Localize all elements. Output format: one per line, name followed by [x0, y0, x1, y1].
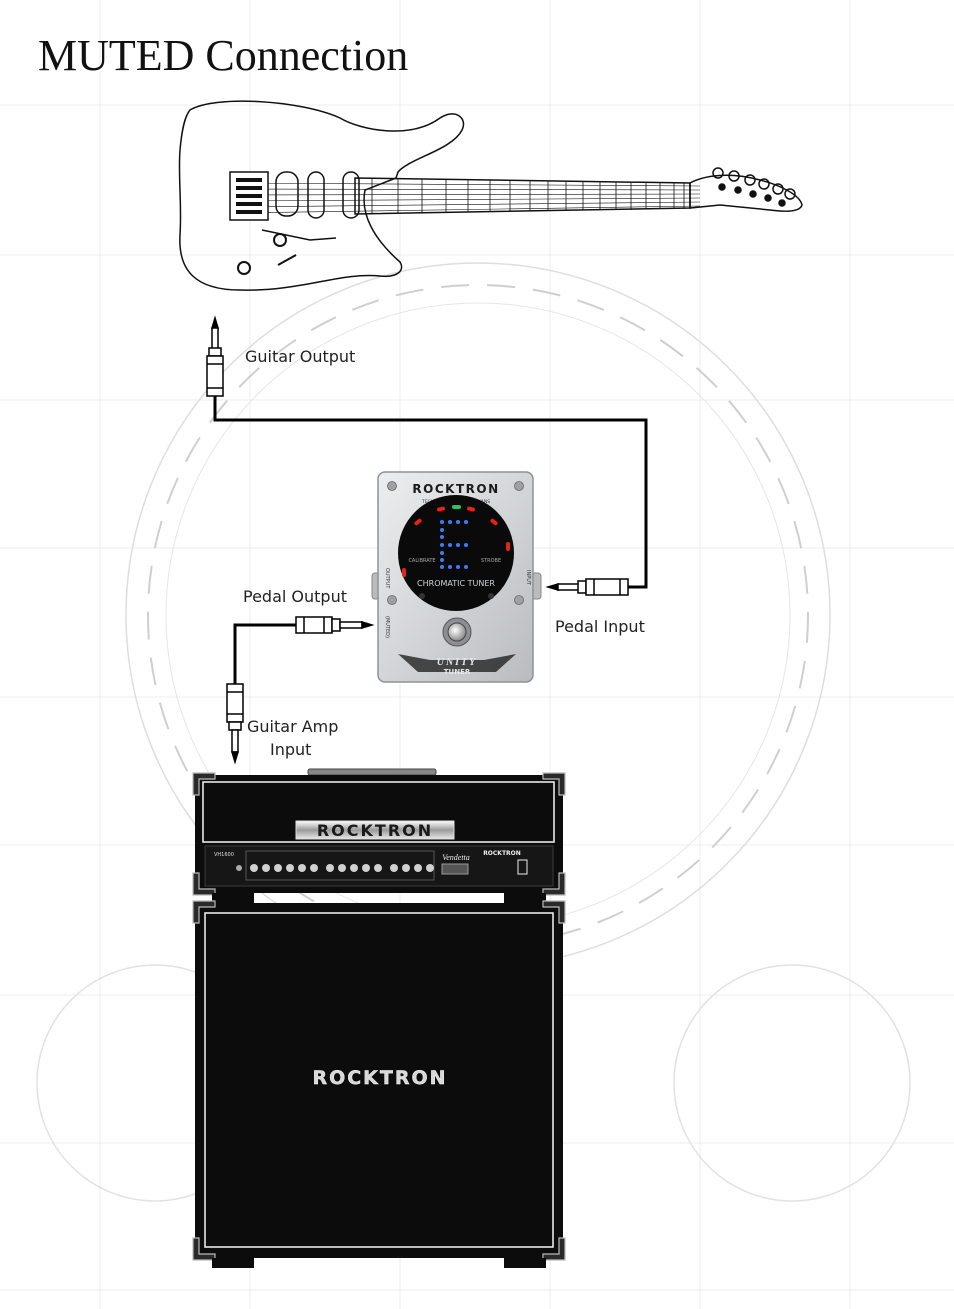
strobe-button[interactable] [488, 593, 494, 599]
tuner-pedal: ROCKTRON TECHNOLOGY FOR MUSICIANS CALIBR… [371, 471, 542, 683]
amp-panel-brand: ROCKTRON [483, 850, 521, 857]
guitar-output-label: Guitar Output [245, 347, 355, 366]
pedal-logo-tuner: TUNER [444, 668, 471, 676]
pedal-logo-unity: UNITY [437, 657, 478, 668]
pedal-output-plug [295, 616, 375, 634]
strobe-label: STROBE [481, 558, 501, 564]
amp-head-badge [295, 820, 455, 840]
amp-script-logo: Vendetta [442, 853, 470, 862]
pedal-output-jack-label: OUTPUT [384, 568, 390, 589]
pedal-output-label: Pedal Output [243, 587, 347, 606]
tuner-led-arc [402, 505, 510, 577]
pedal-brand: ROCKTRON [412, 482, 499, 496]
guitar-illustration [178, 100, 803, 291]
pedal-input-label: Pedal Input [555, 617, 645, 636]
amp-input-label-line1: Guitar Amp [247, 717, 338, 736]
guitar-output-plug [206, 315, 224, 397]
pedal-input-plug [545, 578, 629, 596]
amp-knobs[interactable] [250, 864, 434, 872]
amp-vent [441, 863, 469, 875]
cabinet-brand: ROCKTRON [312, 1067, 447, 1089]
pedal-output-muted-label: (MUTED) [384, 616, 390, 638]
display-caption: CHROMATIC TUNER [417, 579, 495, 588]
amp-input-plug [226, 683, 244, 765]
unity-logo-wings [398, 654, 516, 672]
tuner-display [398, 495, 514, 611]
tuner-note-matrix [440, 520, 468, 569]
amp-power-switch[interactable] [517, 859, 528, 875]
guitar-to-pedal-cable [213, 395, 648, 589]
amp-input-jack[interactable] [236, 865, 242, 871]
pedal-input-jack-label: INPUT [525, 570, 531, 586]
speaker-cabinet: ROCKTRON [192, 893, 566, 1268]
amp-head: ROCKTRON VH1600 Vendetta ROCKTRON [192, 768, 566, 896]
amp-handle [307, 768, 437, 776]
amp-model: VH1600 [214, 852, 234, 858]
amp-head-brand: ROCKTRON [317, 821, 433, 840]
amp-input-label-line2: Input [270, 740, 311, 759]
page-title: MUTED Connection [38, 31, 408, 80]
pedal-to-amp-cable [233, 623, 296, 684]
calibrate-label: CALIBRATE [408, 558, 435, 564]
calibrate-button[interactable] [419, 593, 425, 599]
